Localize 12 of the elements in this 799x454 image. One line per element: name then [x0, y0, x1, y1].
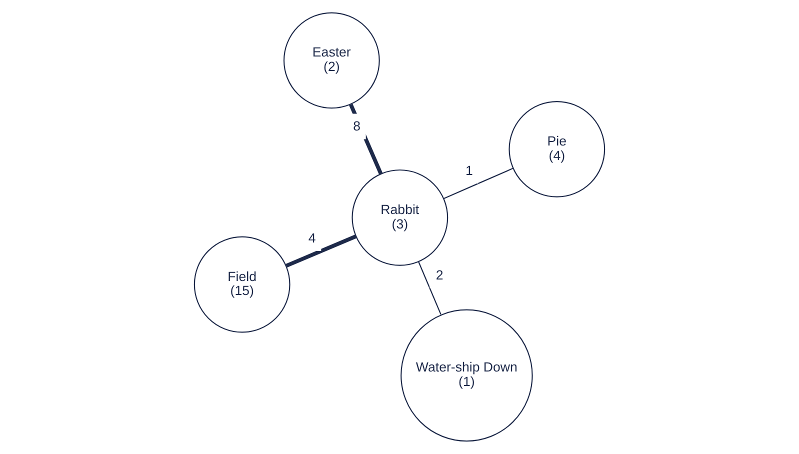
- edge-label: 2: [436, 267, 444, 282]
- edge-label: 4: [308, 230, 316, 246]
- connector: [418, 262, 442, 315]
- node-circle: Field (15): [194, 236, 290, 333]
- edge-label: 1: [466, 162, 473, 178]
- connector: [286, 234, 357, 268]
- node-circle: Easter (2): [283, 12, 380, 109]
- node-circle: Pie (4): [508, 100, 606, 198]
- node-circle: Water-ship Down (1): [400, 309, 533, 442]
- edge-label: 8: [353, 118, 361, 134]
- connector: [443, 168, 514, 200]
- node-circle: Rabbit (3): [352, 169, 448, 266]
